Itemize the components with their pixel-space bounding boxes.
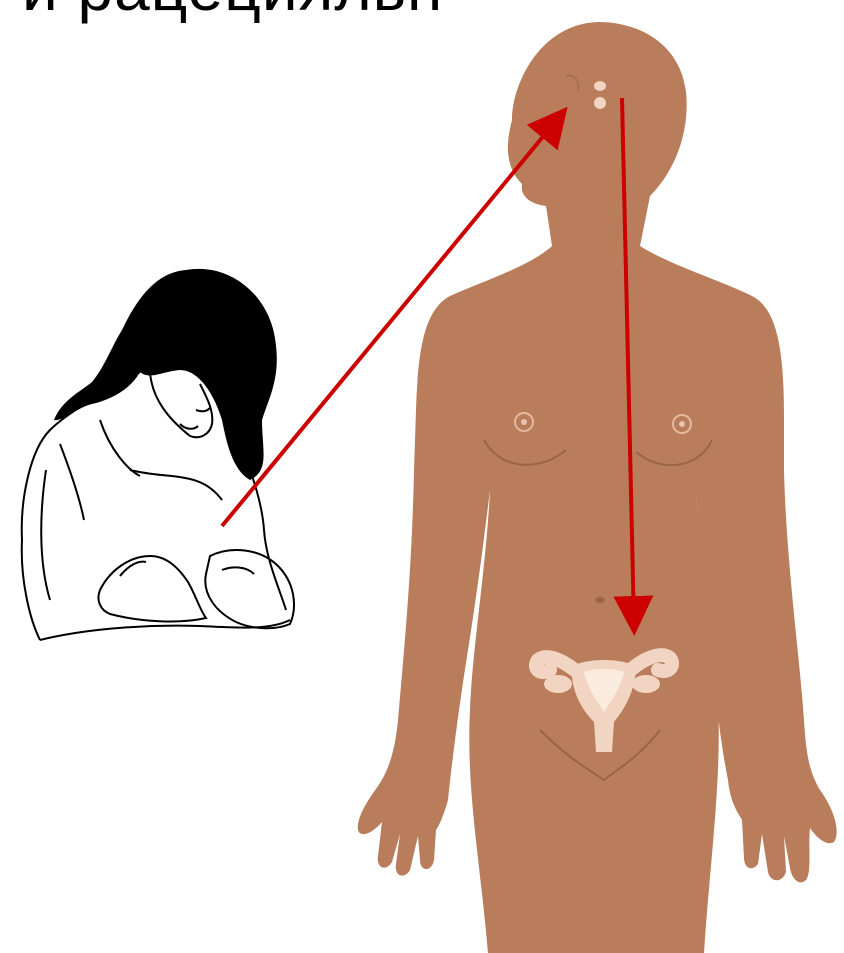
baby-head [205, 550, 294, 628]
head-shape [358, 22, 837, 953]
female-body-figure [358, 22, 837, 953]
navel [595, 597, 605, 603]
left-ovary [544, 675, 572, 693]
right-ovary [632, 675, 660, 693]
breastfeeding-mother-sketch [22, 269, 294, 640]
baby-body [98, 556, 206, 621]
